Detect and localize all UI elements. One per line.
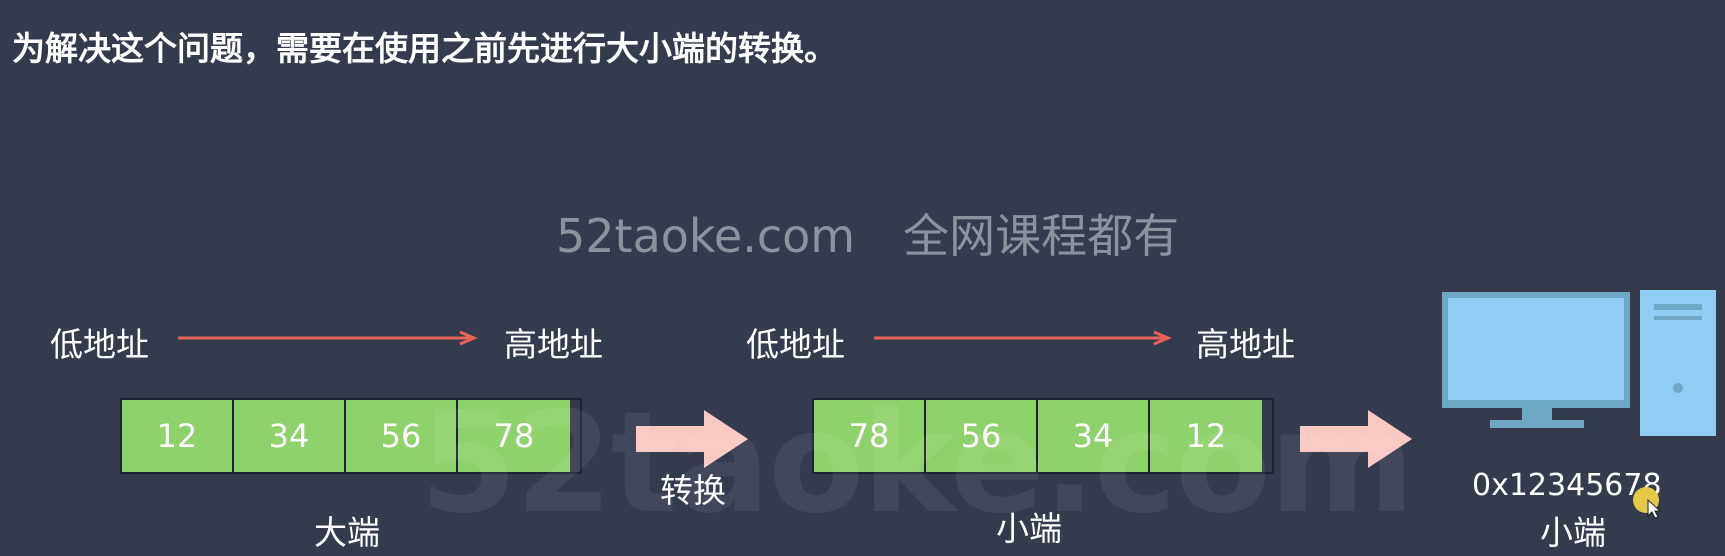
byte-cell: 12 — [1150, 400, 1262, 472]
convert-arrow-icon — [636, 410, 748, 468]
computer-value: 0x12345678 — [1472, 468, 1662, 503]
byte-cell: 56 — [926, 400, 1038, 472]
byte-cell: 78 — [458, 400, 570, 472]
convert-label: 转换 — [660, 471, 726, 510]
byte-cell: 78 — [814, 400, 926, 472]
little-endian-high-address-label: 高地址 — [1196, 325, 1295, 364]
watermark-slogan: 全网课程都有 — [903, 209, 1180, 263]
watermark-text: 52taoke.com 全网课程都有 — [556, 200, 1179, 266]
little-endian-address-arrow — [874, 330, 1172, 346]
big-endian-byte-row: 12 34 56 78 — [120, 398, 582, 474]
byte-cell: 34 — [234, 400, 346, 472]
byte-cell: 34 — [1038, 400, 1150, 472]
computer-icon — [1442, 290, 1716, 436]
little-endian-byte-row: 78 56 34 12 — [812, 398, 1274, 474]
big-endian-low-address-label: 低地址 — [50, 325, 149, 364]
watermark-overlay: 52taoke.com — [420, 382, 1415, 545]
cursor-icon — [1633, 487, 1662, 519]
big-endian-high-address-label: 高地址 — [504, 325, 603, 364]
byte-cell: 56 — [346, 400, 458, 472]
computer-caption: 小端 — [1540, 513, 1606, 552]
little-endian-caption: 小端 — [996, 509, 1062, 548]
big-endian-address-arrow — [178, 330, 478, 346]
watermark-site: 52taoke.com — [556, 209, 856, 263]
big-endian-caption: 大端 — [314, 513, 380, 552]
slide-heading: 为解决这个问题，需要在使用之前先进行大小端的转换。 — [12, 29, 837, 68]
little-endian-low-address-label: 低地址 — [746, 325, 845, 364]
byte-cell: 12 — [122, 400, 234, 472]
to-computer-arrow-icon — [1300, 410, 1412, 468]
